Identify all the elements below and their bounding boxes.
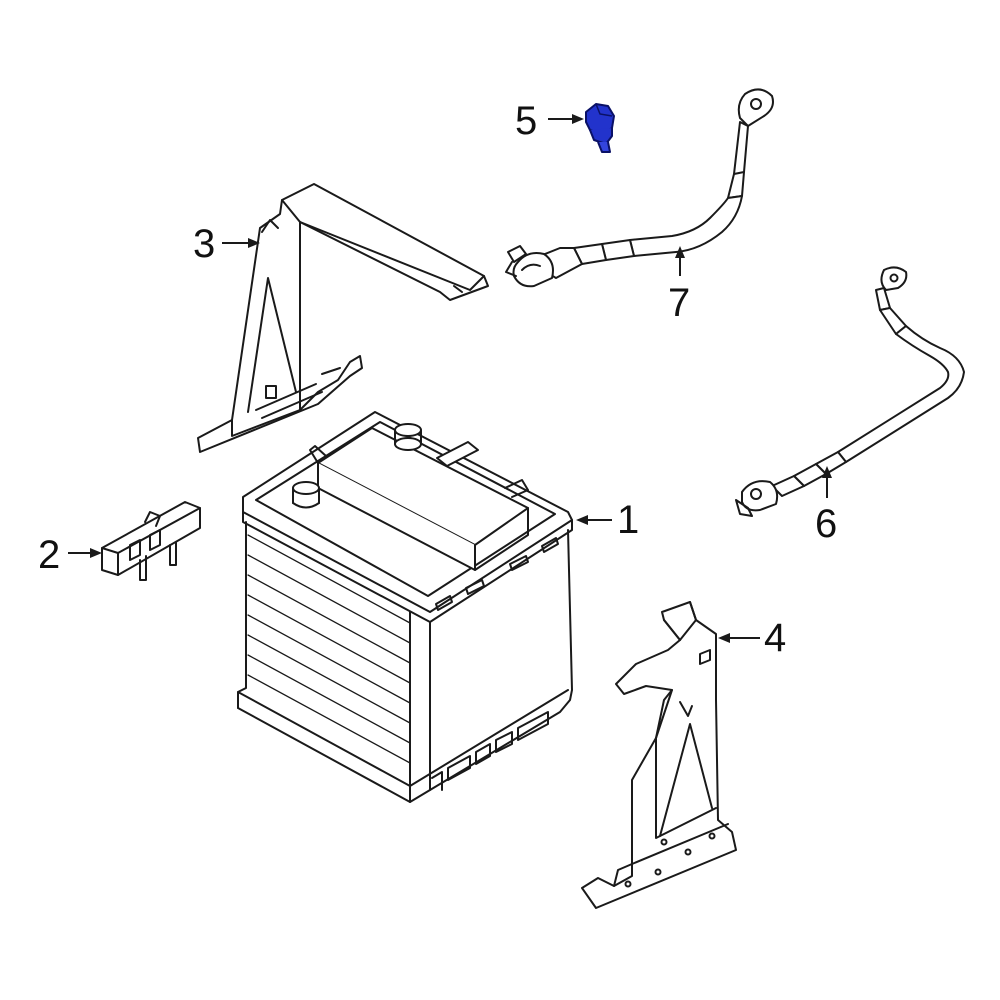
part-bolt[interactable] [585, 103, 615, 153]
callout-7: 7 [668, 281, 690, 325]
callout-3: 3 [193, 222, 215, 266]
callout-2: 2 [38, 533, 60, 577]
callout-1: 1 [617, 498, 639, 542]
part-battery[interactable] [237, 411, 573, 803]
part-negative-cable[interactable] [735, 266, 965, 517]
callout-6: 6 [815, 502, 837, 546]
callout-5: 5 [515, 99, 537, 143]
part-hold-down-bracket[interactable] [197, 183, 489, 453]
callout-4: 4 [764, 616, 786, 660]
part-tray-bracket[interactable] [581, 601, 737, 909]
part-positive-cable[interactable] [505, 88, 774, 288]
part-clip[interactable] [101, 501, 201, 581]
leader-lines [68, 114, 832, 643]
